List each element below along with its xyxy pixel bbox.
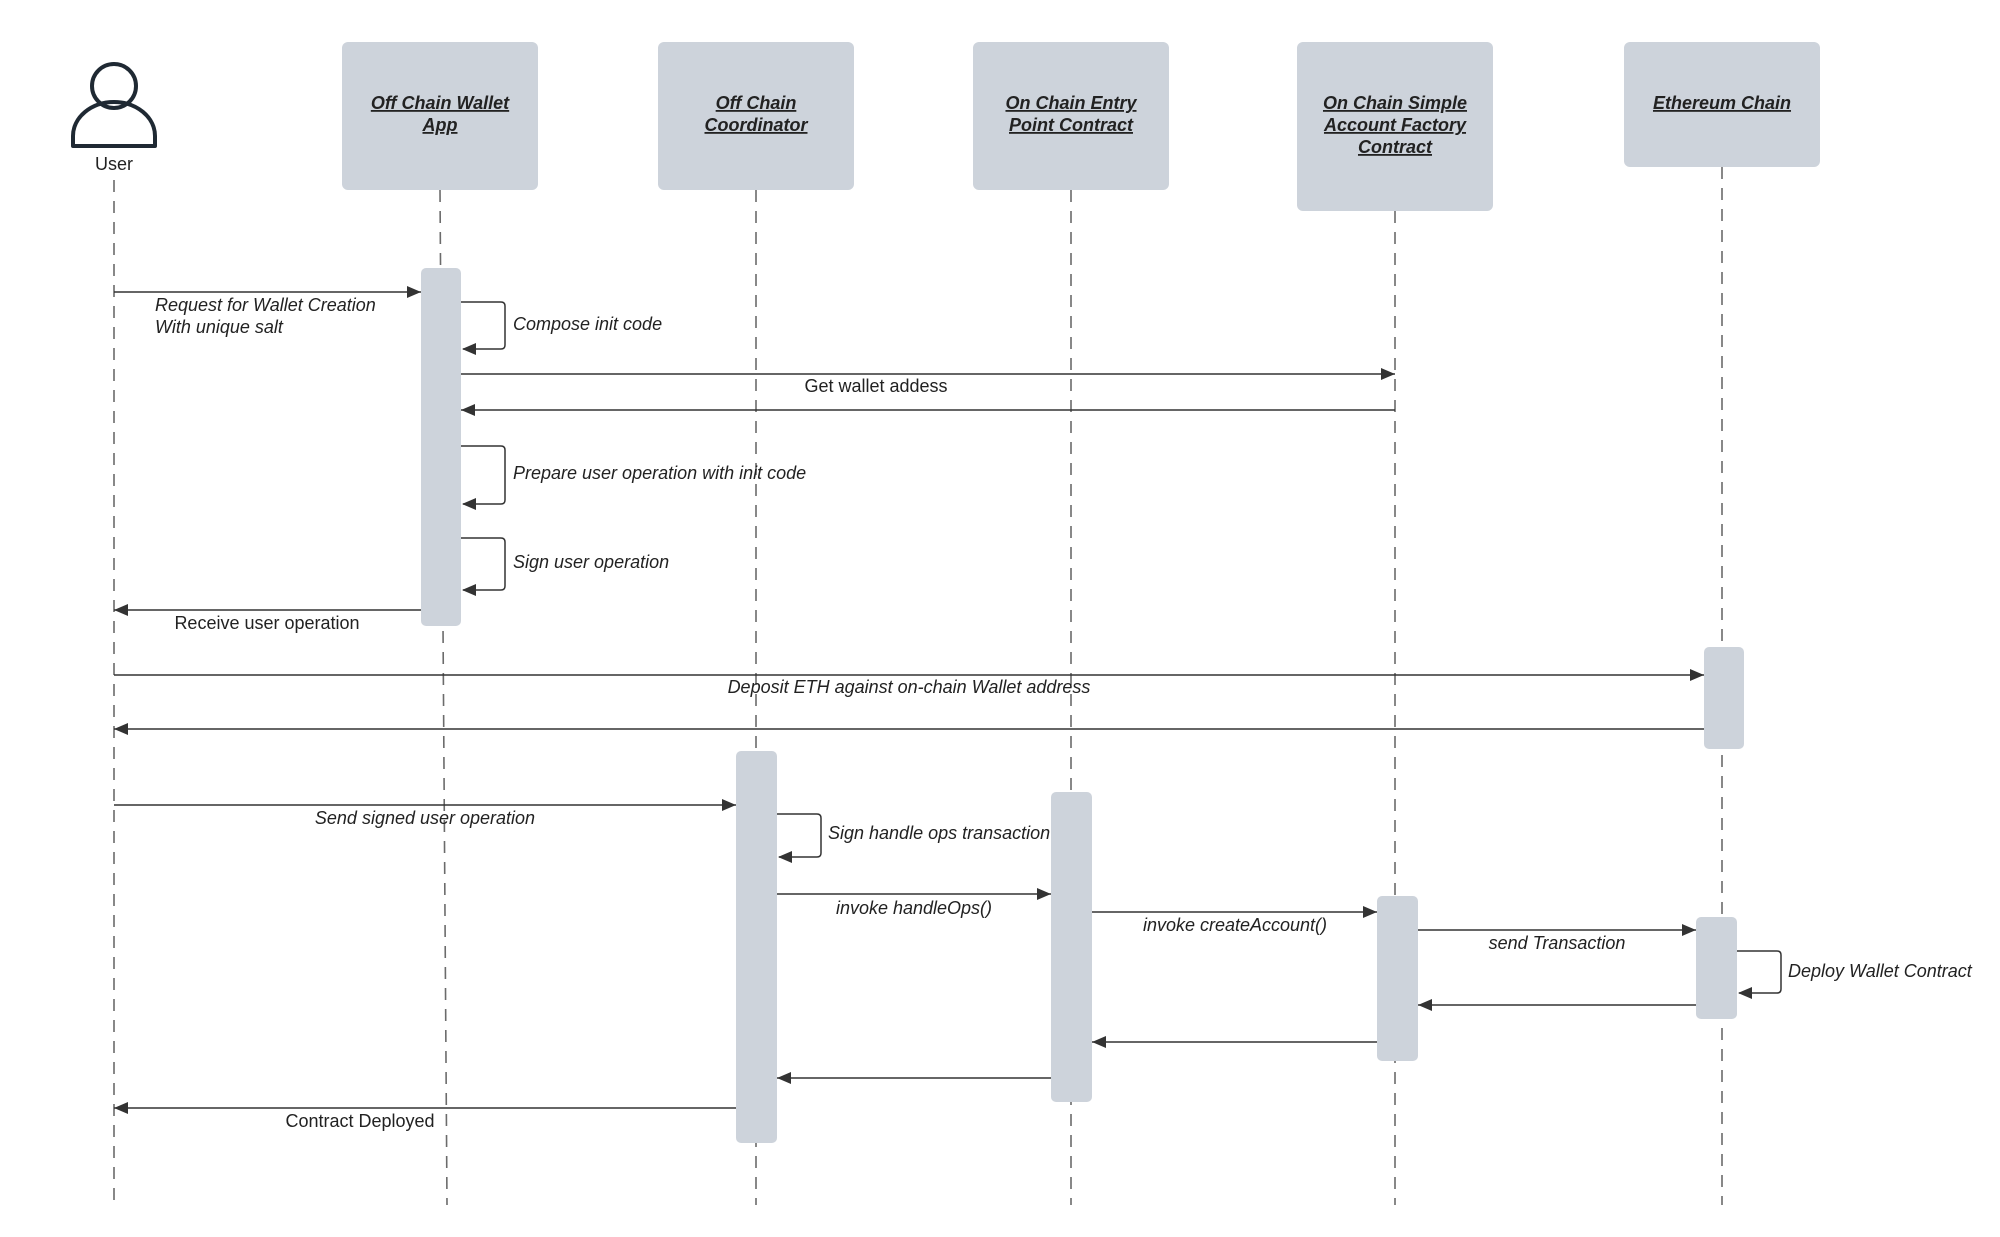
message-m5-arrowhead (462, 498, 476, 510)
message-m2-arrowhead (462, 343, 476, 355)
message-m13-label: invoke createAccount() (1143, 915, 1327, 935)
user-actor: User (71, 62, 157, 174)
message-m4-arrowhead (461, 404, 475, 416)
message-m19-label: Contract Deployed (285, 1111, 434, 1131)
participant-ethereum: Ethereum Chain (1624, 42, 1820, 167)
message-m15-label: Deploy Wallet Contract (1788, 961, 1973, 981)
message-m8-arrowhead (1690, 669, 1704, 681)
message-m11-label: Sign handle ops transaction (828, 823, 1050, 843)
participant-box-wallet (342, 42, 538, 190)
participant-label-wallet: App (422, 115, 458, 135)
message-m13-arrowhead (1363, 906, 1377, 918)
message-m15-line (1737, 950, 1782, 994)
message-m8-label: Deposit ETH against on-chain Wallet addr… (728, 677, 1091, 697)
message-m8: Deposit ETH against on-chain Wallet addr… (114, 674, 1704, 697)
message-m15-arrowhead (1738, 987, 1752, 999)
message-m14-label: send Transaction (1489, 933, 1626, 953)
activation-bar-ethereum (1704, 647, 1744, 749)
message-m15: Deploy Wallet Contract (1737, 950, 1973, 994)
participant-label-factory: Account Factory (1323, 115, 1467, 135)
participant-label-factory: On Chain Simple (1323, 93, 1467, 113)
message-m7-arrowhead (114, 604, 128, 616)
activation-bar-coordinator (736, 751, 777, 1143)
user-icon-head (90, 62, 138, 110)
participant-label-user: User (95, 154, 133, 174)
participant-label-wallet: Off Chain Wallet (371, 93, 510, 113)
message-m19-arrowhead (114, 1102, 128, 1114)
message-m7: Receive user operation (114, 609, 421, 633)
message-m5-label: Prepare user operation with init code (513, 463, 806, 483)
message-m12-arrowhead (1037, 888, 1051, 900)
message-m18-arrowhead (777, 1072, 791, 1084)
message-m6-line (461, 537, 506, 591)
message-m13: invoke createAccount() (1092, 911, 1377, 935)
message-m3-arrowhead (1381, 368, 1395, 380)
message-m12-label: invoke handleOps() (836, 898, 992, 918)
activation-bar-wallet (421, 268, 461, 626)
participant-label-factory: Contract (1358, 137, 1433, 157)
message-m12: invoke handleOps() (777, 893, 1051, 918)
participant-label-ethereum: Ethereum Chain (1653, 93, 1791, 113)
message-m19: Contract Deployed (114, 1107, 736, 1131)
message-m6-arrowhead (462, 584, 476, 596)
message-m10-label: Send signed user operation (315, 808, 535, 828)
participant-label-entrypoint: On Chain Entry (1005, 93, 1137, 113)
message-m14-arrowhead (1682, 924, 1696, 936)
message-m6-label: Sign user operation (513, 552, 669, 572)
message-m11-line (777, 813, 822, 858)
message-m2: Compose init code (461, 301, 662, 350)
message-m2-label: Compose init code (513, 314, 662, 334)
message-m2-line (461, 301, 506, 350)
participant-box-ethereum (1624, 42, 1820, 167)
message-m3: Get wallet addess (461, 373, 1395, 396)
message-m10: Send signed user operation (114, 804, 736, 828)
participant-box-coordinator (658, 42, 854, 190)
message-m7-label: Receive user operation (174, 613, 359, 633)
message-m16-arrowhead (1418, 999, 1432, 1011)
message-m14: send Transaction (1418, 929, 1696, 953)
message-m11: Sign handle ops transaction (777, 813, 1050, 858)
participant-label-entrypoint: Point Contract (1009, 115, 1134, 135)
message-m1-arrowhead (407, 286, 421, 298)
message-m5: Prepare user operation with init code (461, 445, 806, 505)
message-m17-arrowhead (1092, 1036, 1106, 1048)
message-m10-arrowhead (722, 799, 736, 811)
activation-bar-factory (1377, 896, 1418, 1061)
message-m11-arrowhead (778, 851, 792, 863)
activation-bar-entrypoint (1051, 792, 1092, 1102)
participant-box-factory (1297, 42, 1493, 211)
message-m3-label: Get wallet addess (804, 376, 947, 396)
message-m1-label: Request for Wallet Creation (155, 295, 376, 315)
message-m5-line (461, 445, 506, 505)
message-m9-arrowhead (114, 723, 128, 735)
message-m6: Sign user operation (461, 537, 669, 591)
activation-bar-ethereum (1696, 917, 1737, 1019)
participant-label-coordinator: Coordinator (705, 115, 809, 135)
participant-label-coordinator: Off Chain (716, 93, 797, 113)
participant-box-entrypoint (973, 42, 1169, 190)
user-icon (71, 100, 157, 148)
message-m1-label: With unique salt (155, 317, 284, 337)
